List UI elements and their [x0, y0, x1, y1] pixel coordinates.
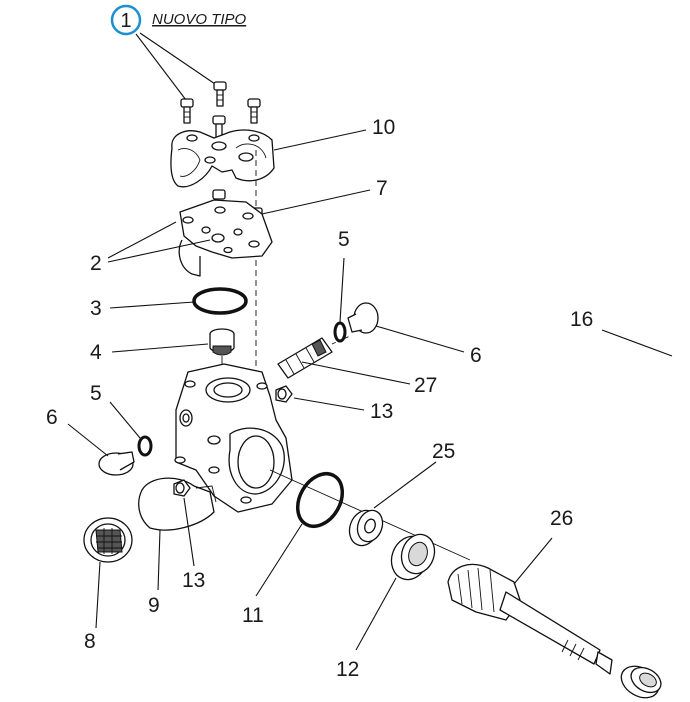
part-13-plug-left [173, 479, 191, 497]
callout-1-circle[interactable] [110, 4, 142, 36]
leader-3 [109, 301, 195, 309]
part-9-body [138, 363, 293, 531]
leader-7 [261, 189, 371, 215]
leader-5b [109, 401, 141, 439]
callout-13b[interactable]: 13 [182, 569, 205, 592]
part-13-plug-right [275, 385, 293, 403]
screws-top [180, 81, 261, 139]
title-nuovo-tipo: NUOVO TIPO [152, 11, 247, 28]
leader-27 [301, 361, 411, 385]
callout-6a[interactable]: 6 [46, 406, 58, 429]
callout-5b[interactable]: 5 [90, 382, 102, 405]
callout-11[interactable]: 11 [242, 604, 264, 627]
callout-6b[interactable]: 6 [470, 344, 482, 367]
callout-4[interactable]: 4 [90, 341, 102, 364]
leader-11 [255, 523, 303, 597]
callout-5a[interactable]: 5 [338, 228, 350, 251]
callout-9[interactable]: 9 [148, 594, 160, 617]
part-5-oring-right [333, 321, 347, 343]
part-26-piston [447, 563, 662, 699]
callout-25[interactable]: 25 [432, 440, 455, 463]
callout-3[interactable]: 3 [90, 297, 102, 320]
callout-7[interactable]: 7 [376, 177, 388, 200]
part-11-oring [295, 472, 345, 528]
part-5-oring-left [137, 435, 153, 457]
leader-6a [67, 423, 109, 457]
leader-16 [601, 329, 673, 357]
leader-5a [339, 257, 345, 323]
leader-4 [111, 343, 209, 353]
part-2-plate [178, 199, 273, 277]
callout-16[interactable]: 16 [570, 308, 593, 331]
part-10-cover [170, 129, 275, 188]
part-3-oring [192, 287, 248, 315]
leader-8 [95, 561, 101, 629]
leader-26 [513, 537, 553, 585]
leaders-2 [107, 221, 211, 263]
leader-10 [273, 129, 367, 151]
part-6-cap-left [98, 451, 135, 476]
part-27-valve-stem [277, 335, 351, 379]
callout-2[interactable]: 2 [90, 252, 102, 275]
part-6-cap-right [347, 302, 379, 334]
leader-13b [183, 497, 195, 567]
callout-27[interactable]: 27 [414, 374, 437, 397]
callout-13a[interactable]: 13 [370, 400, 393, 423]
callout-1[interactable]: 1 [120, 10, 131, 32]
part-12-seal [390, 533, 436, 581]
callout-1-group[interactable]: 1 NUOVO TIPO [110, 4, 247, 36]
callout-26[interactable]: 26 [550, 507, 573, 530]
part-8-filter [83, 517, 133, 563]
callout-10[interactable]: 10 [372, 116, 395, 139]
leader-9 [157, 529, 161, 591]
leader-6b [375, 325, 465, 353]
leader-13a [293, 397, 365, 411]
leader-25 [373, 461, 437, 509]
part-25-bushing [348, 509, 384, 547]
part-4-valve [209, 328, 235, 390]
callout-8[interactable]: 8 [84, 630, 96, 653]
callout-12[interactable]: 12 [336, 658, 359, 681]
leader-12 [355, 577, 397, 651]
leaders-1 [135, 32, 219, 101]
